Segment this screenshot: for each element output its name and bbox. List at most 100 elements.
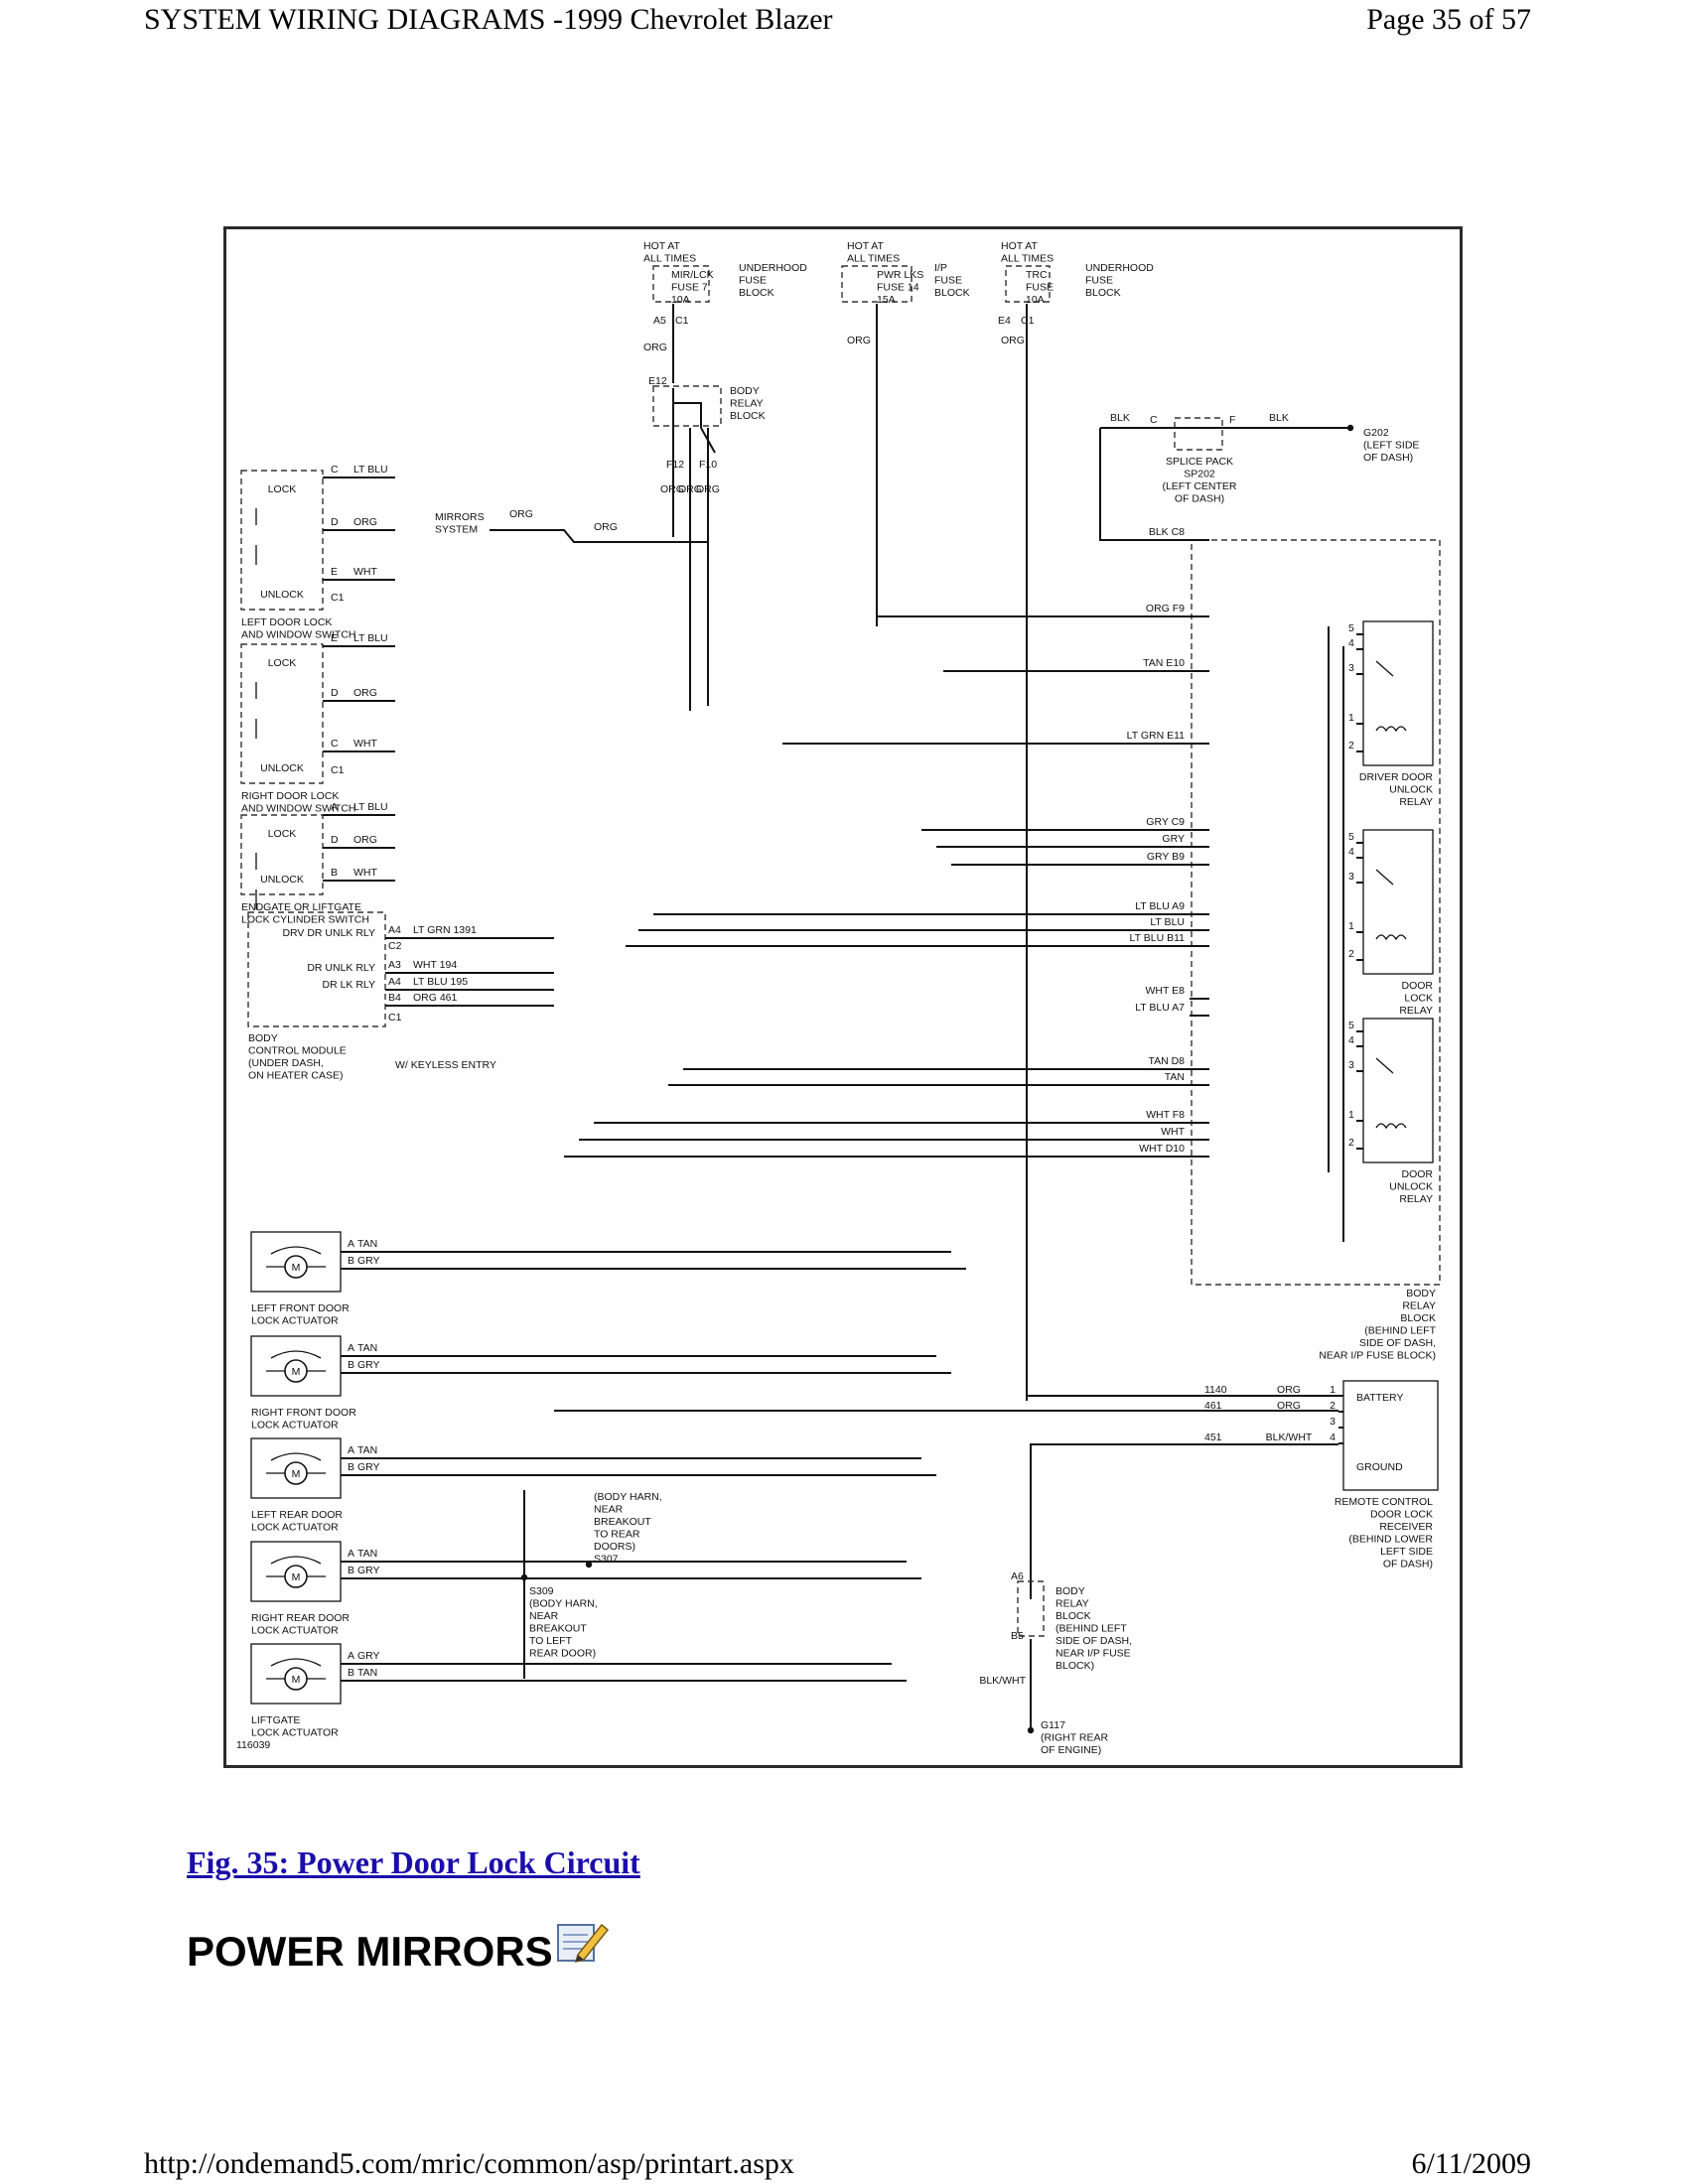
- fuse-box-trc: [1005, 265, 1051, 303]
- s309-label: NEAR: [529, 1610, 559, 1622]
- wire-label: ORG: [353, 834, 377, 846]
- s309-label: S309: [529, 1585, 554, 1597]
- g117-block-label: SIDE OF DASH,: [1055, 1635, 1132, 1647]
- relay-pin-label: GRY C9: [1146, 816, 1185, 828]
- body-relay-block: [1191, 539, 1441, 1286]
- ground-g117-label: OF ENGINE): [1041, 1744, 1101, 1756]
- pin-label: B: [348, 1461, 354, 1473]
- door-unlock-relay-label: DOOR: [1402, 1168, 1434, 1180]
- receiver-pin: 4: [1330, 1432, 1336, 1443]
- s307-label: BREAKOUT: [594, 1516, 651, 1528]
- wire-label: LT BLU 195: [413, 976, 468, 988]
- wire-label: GRY: [357, 1565, 380, 1576]
- pin-label: B4: [388, 992, 401, 1004]
- pin-label: C1: [331, 764, 345, 776]
- actuator-linkage: [266, 1658, 326, 1680]
- g117-block-label: BODY: [1055, 1585, 1085, 1597]
- ground-g117-label: (RIGHT REAR: [1041, 1732, 1108, 1744]
- right-front-door-actuator-label: LOCK ACTUATOR: [251, 1420, 339, 1432]
- switch-lock-label: LOCK: [268, 657, 297, 669]
- fuse-block-label: UNDERHOOD: [739, 262, 807, 274]
- ground-g202: [1346, 424, 1354, 432]
- relay-terminal: 2: [1348, 948, 1354, 960]
- relay-pin-label: TAN: [1165, 1071, 1185, 1083]
- wire-label: WHT: [353, 867, 377, 879]
- fuse-block-label: I/P: [934, 262, 947, 274]
- relay-terminal: 2: [1348, 740, 1354, 751]
- receiver-wire-color: BLK/WHT: [1266, 1432, 1313, 1443]
- pin-label: A: [348, 1650, 354, 1662]
- fuse-block-label: FUSE: [1085, 275, 1113, 287]
- fuse-box-mir-lck: [652, 265, 710, 303]
- splice-pack-label: SP202: [1184, 469, 1215, 480]
- driver-door-unlock-relay-label: DRIVER DOOR: [1359, 771, 1434, 783]
- relay-terminal: 5: [1348, 831, 1354, 843]
- figure-caption-link[interactable]: Fig. 35: Power Door Lock Circuit: [187, 1844, 640, 1880]
- pin-label: C1: [331, 592, 345, 604]
- switch-lock-label: LOCK: [268, 483, 297, 495]
- g117-block-label: BLOCK: [1055, 1610, 1091, 1622]
- page-header-title: SYSTEM WIRING DIAGRAMS -1999 Chevrolet B…: [144, 3, 833, 36]
- relay-pin-label: WHT: [1161, 1126, 1185, 1138]
- page-header-number: Page 35 of 57: [1366, 3, 1531, 36]
- cylinder-lock-switch: [240, 814, 324, 895]
- relay-pin-label: LT GRN E11: [1127, 730, 1186, 742]
- wire-label: ORG 461: [413, 992, 458, 1004]
- left-door-lock-switch-label: LEFT DOOR LOCK: [241, 616, 332, 628]
- pin-label: A: [331, 801, 338, 813]
- fuse-name-pwr-lks: 15A: [877, 294, 896, 306]
- door-lock-relay-label: RELAY: [1399, 1005, 1433, 1017]
- relay-terminal: 3: [1348, 662, 1354, 674]
- wire-label: GRY: [357, 1359, 380, 1371]
- fuse-name-mir-lck: MIR/LCK: [671, 269, 714, 281]
- splice-s309: [520, 1573, 528, 1581]
- actuator-linkage: [266, 1246, 326, 1268]
- relay-terminal: 4: [1348, 637, 1354, 649]
- wire-label: ORG: [1001, 335, 1025, 346]
- pin-label: E: [331, 632, 338, 644]
- relay-pin-label: WHT E8: [1146, 985, 1186, 997]
- notepad-pencil-icon[interactable]: [554, 1919, 610, 1967]
- s307-label: NEAR: [594, 1504, 624, 1516]
- left-front-door-actuator-label: LEFT FRONT DOOR: [251, 1302, 350, 1314]
- motor-symbol: M: [292, 1366, 301, 1378]
- fuse-name-trc: TRC: [1026, 269, 1048, 281]
- right-front-door-actuator: [250, 1335, 342, 1397]
- left-front-door-actuator: [250, 1231, 342, 1293]
- section-title: POWER MIRRORS: [187, 1928, 553, 1975]
- s309-label: REAR DOOR): [529, 1648, 596, 1660]
- relay-pin-label: BLK C8: [1149, 526, 1185, 538]
- fuse-block-label: BLOCK: [1085, 287, 1121, 299]
- wire-label: TAN: [357, 1342, 377, 1354]
- receiver-wire-num: 451: [1204, 1432, 1222, 1443]
- pin-label: B: [348, 1359, 354, 1371]
- pin-label: B: [348, 1255, 354, 1267]
- right-door-lock-switch: [240, 643, 324, 784]
- motor-symbol: M: [292, 1262, 301, 1274]
- wire-label: WHT: [353, 738, 377, 750]
- relay-coil: [1375, 660, 1407, 733]
- switch-unlock-label: UNLOCK: [260, 762, 304, 774]
- receiver-name-label: DOOR LOCK: [1370, 1509, 1433, 1521]
- receiver-pin: 2: [1330, 1400, 1336, 1412]
- switch-unlock-label: UNLOCK: [260, 589, 304, 601]
- fuse-name-mir-lck: FUSE 7: [671, 282, 708, 294]
- pin-label: E: [331, 566, 338, 578]
- body-relay-block-label: BODY: [1406, 1288, 1436, 1299]
- right-rear-door-actuator: [250, 1541, 342, 1602]
- relay-pin-label: LT BLU A7: [1135, 1002, 1185, 1014]
- left-door-lock-switch: [240, 470, 324, 611]
- body-relay-block-label: NEAR I/P FUSE BLOCK): [1319, 1350, 1436, 1362]
- pin-label: C: [331, 738, 339, 750]
- liftgate-actuator-label: LIFTGATE: [251, 1714, 300, 1726]
- pin-label: C1: [675, 315, 689, 327]
- door-unlock-relay-label: UNLOCK: [1389, 1181, 1433, 1193]
- bcm-name-label: (UNDER DASH,: [248, 1057, 324, 1069]
- receiver-wire-color: ORG: [1277, 1400, 1301, 1412]
- pin-label: A4: [388, 976, 401, 988]
- pin-label: E4: [998, 315, 1011, 327]
- receiver-name-label: REMOTE CONTROL: [1335, 1496, 1433, 1508]
- ground-g202-label: OF DASH): [1363, 452, 1413, 464]
- wire-org-mirrors: [490, 529, 708, 543]
